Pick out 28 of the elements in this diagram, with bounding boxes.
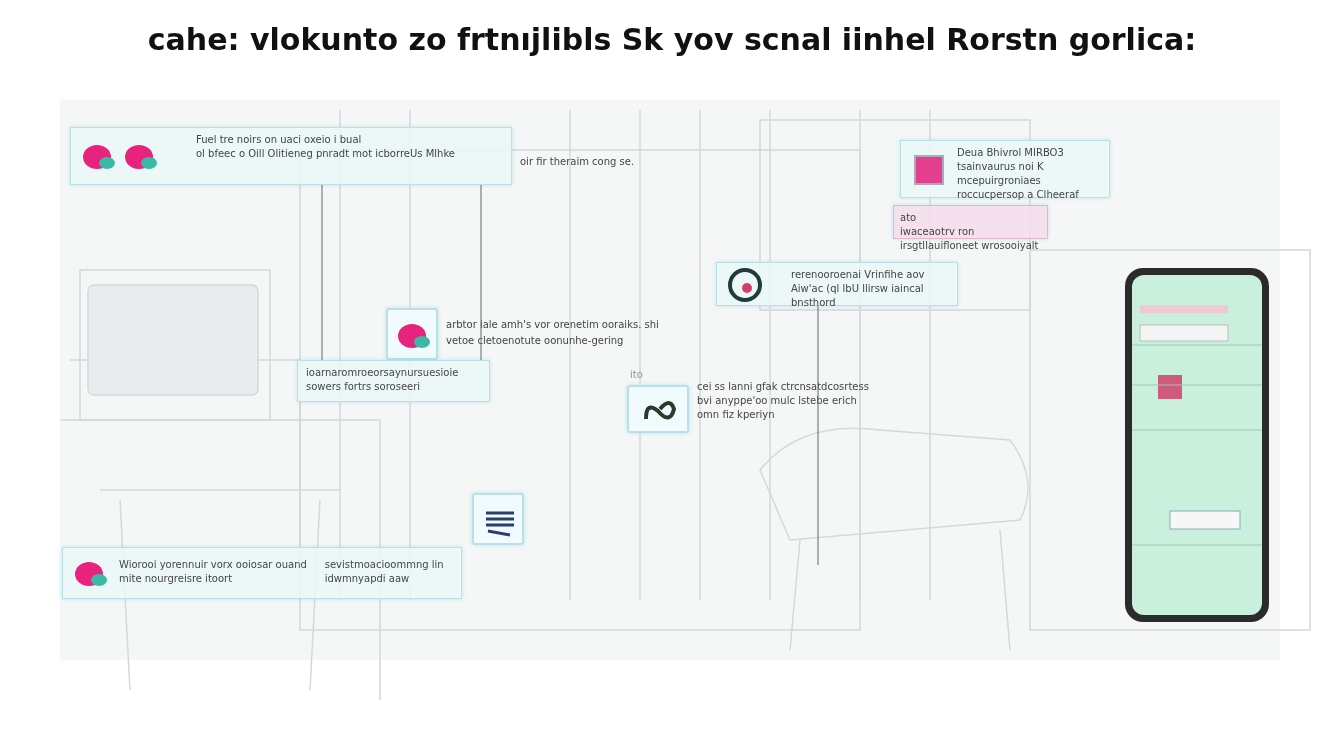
callout-text: arbtor iale amh's vor orenetim ooraiks. shi	[446, 318, 660, 332]
leader-line	[817, 305, 819, 566]
callout-card	[62, 547, 462, 599]
callout-card	[716, 262, 958, 306]
callout-text: ato	[900, 211, 918, 225]
leader-line	[321, 184, 323, 361]
callout-text: oir fir theraim cong se.	[520, 155, 636, 169]
callout-text: iwaceaotrv ron irsgtllauifloneet wrosooiyalt	[900, 225, 1040, 253]
callout-text: Wiorooi yorennuir vorx ooiosar ouand mite nourgreisre itoort	[119, 558, 308, 586]
callout-text: rerenooroenai Vrinfihe aov Aiw'ac (ql lbU llirsw iaincal bnsthord	[791, 268, 926, 310]
callout-text: ioarnaromroeorsaynursuesioie	[306, 366, 460, 380]
icon-tile	[472, 493, 524, 545]
card-heading: Deua Bhivrol MIRBO3	[957, 146, 1065, 160]
icon-tile	[627, 385, 689, 433]
callout-card	[70, 127, 512, 185]
callout-card	[297, 360, 490, 402]
callout-text: ito	[630, 368, 644, 382]
callout-text: vetoe cletoenotute oonunhe-gering	[446, 334, 625, 348]
leader-line	[480, 184, 482, 361]
callout-text: sowers fortrs soroseeri	[306, 380, 422, 394]
callout-text: ol bfeec o Oill Olitieneg pnradt mot icborreUs Mlhke	[196, 147, 456, 161]
callout-card	[900, 140, 1110, 198]
callout-text: roccucpersop a Clheeraf	[957, 188, 1080, 202]
callout-text: Fuel tre noirs on uaci oxeio i bual	[196, 133, 363, 147]
icon-tile	[386, 308, 438, 360]
title: cahe: vlokunto zo frtnıjlibls Sk yov scnal iinhel Rorstn gorlica:	[146, 22, 1198, 57]
callout-text: cei ss lanni gfak ctrcnsatdcosrtess bvi anyppe'oo mulc lstebe erich omn fiz kperiyn	[697, 380, 870, 422]
callout-text: sevistmoacioommng lin idwmnyapdi aaw	[324, 558, 445, 586]
